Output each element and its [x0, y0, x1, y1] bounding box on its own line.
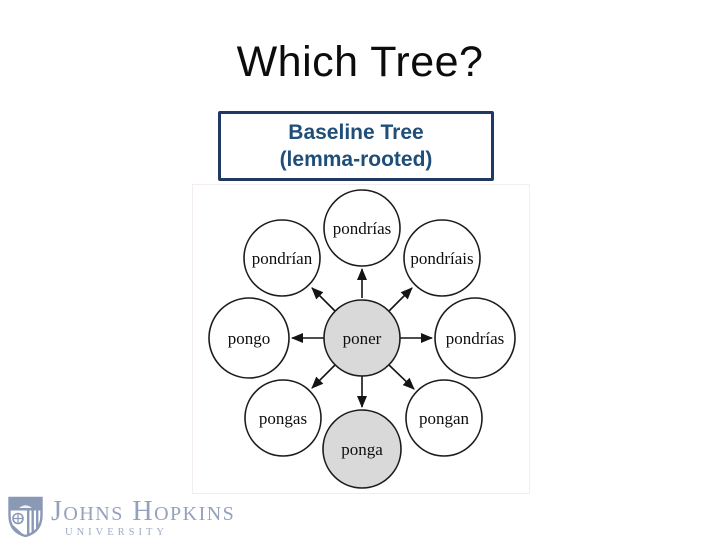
baseline-tree-box-line1: Baseline Tree	[288, 121, 424, 144]
svg-text:ponga: ponga	[341, 440, 383, 459]
jhu-logo-name: Johns Hopkins	[51, 496, 236, 527]
jhu-logo-university: UNIVERSITY	[65, 527, 168, 538]
node-upper-right: pondríais	[403, 219, 481, 297]
svg-text:pongan: pongan	[419, 409, 470, 428]
baseline-tree-box-line2: (lemma-rooted)	[279, 148, 433, 171]
node-right: pondrías	[434, 297, 516, 379]
jhu-logo: Johns Hopkins UNIVERSITY	[7, 496, 235, 538]
svg-text:pongo: pongo	[228, 329, 271, 348]
arrow-to-upper-right	[388, 287, 413, 312]
node-left: pongo	[208, 297, 290, 379]
lemma-tree-diagram: pondrías pondrían pondríais pongo poner …	[208, 189, 516, 489]
svg-text:pondríais: pondríais	[410, 249, 473, 268]
baseline-tree-box: Baseline Tree (lemma-rooted)	[218, 111, 494, 181]
svg-text:pondrían: pondrían	[252, 249, 313, 268]
node-lower-right: pongan	[405, 379, 483, 457]
node-lower-left: pongas	[244, 379, 322, 457]
svg-text:poner: poner	[343, 329, 382, 348]
arrow-to-lower-left	[311, 364, 336, 389]
jhu-logo-text: Johns Hopkins UNIVERSITY	[51, 496, 236, 539]
svg-text:pondrías: pondrías	[333, 219, 392, 238]
node-center-root: poner	[323, 299, 401, 377]
node-top: pondrías	[323, 189, 401, 267]
arrow-to-lower-right	[388, 364, 415, 390]
node-bottom: ponga	[322, 409, 402, 489]
arrow-to-upper-left	[311, 287, 336, 312]
jhu-shield-icon	[8, 496, 43, 538]
svg-text:pongas: pongas	[259, 409, 307, 428]
slide-title: Which Tree?	[236, 38, 484, 86]
node-upper-left: pondrían	[243, 219, 321, 297]
lemma-tree-figure: pondrías pondrían pondríais pongo poner …	[192, 184, 530, 494]
svg-text:pondrías: pondrías	[446, 329, 505, 348]
